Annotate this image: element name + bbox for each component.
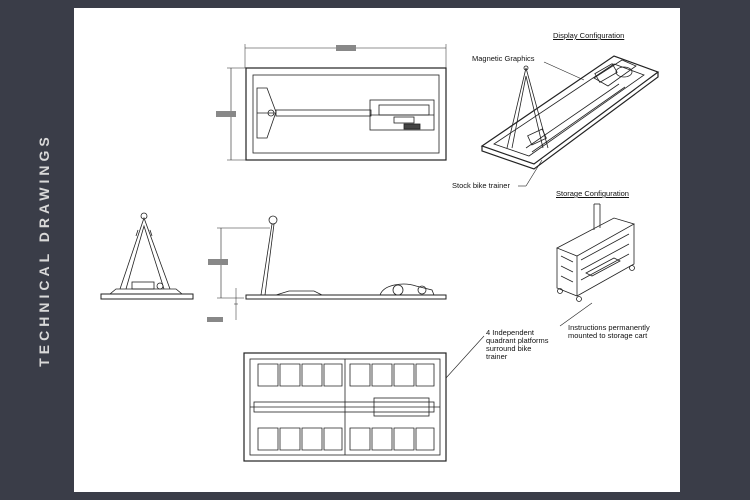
instructions-label: Instructions permanently mounted to stor… [568, 323, 650, 340]
front-elevation-drawing [100, 212, 194, 300]
display-configuration-drawing [480, 55, 660, 170]
dimension-redacted-height [208, 259, 228, 265]
drawing-sheet: Display Configuration Magnetic Graphics … [74, 8, 680, 492]
dimension-redacted-base [207, 317, 223, 322]
magnetic-graphics-label: Magnetic Graphics [472, 54, 535, 63]
quadrant-platforms-drawing [243, 352, 447, 462]
storage-configuration-drawing [556, 203, 636, 302]
technical-drawing-svg [100, 44, 660, 462]
stock-bike-trainer-label: Stock bike trainer [452, 181, 510, 190]
storage-configuration-label: Storage Configuration [556, 189, 629, 198]
leader-lines [445, 61, 593, 379]
dimension-redacted-left [216, 111, 236, 117]
display-configuration-label: Display Configuration [553, 31, 625, 40]
side-elevation-drawing [207, 215, 447, 322]
quadrant-platforms-label: 4 Independent quadrant platforms surroun… [486, 328, 549, 361]
top-view-drawing [216, 44, 447, 161]
dimension-redacted-top [336, 45, 356, 51]
section-title-vertical: TECHNICAL DRAWINGS [36, 133, 52, 367]
